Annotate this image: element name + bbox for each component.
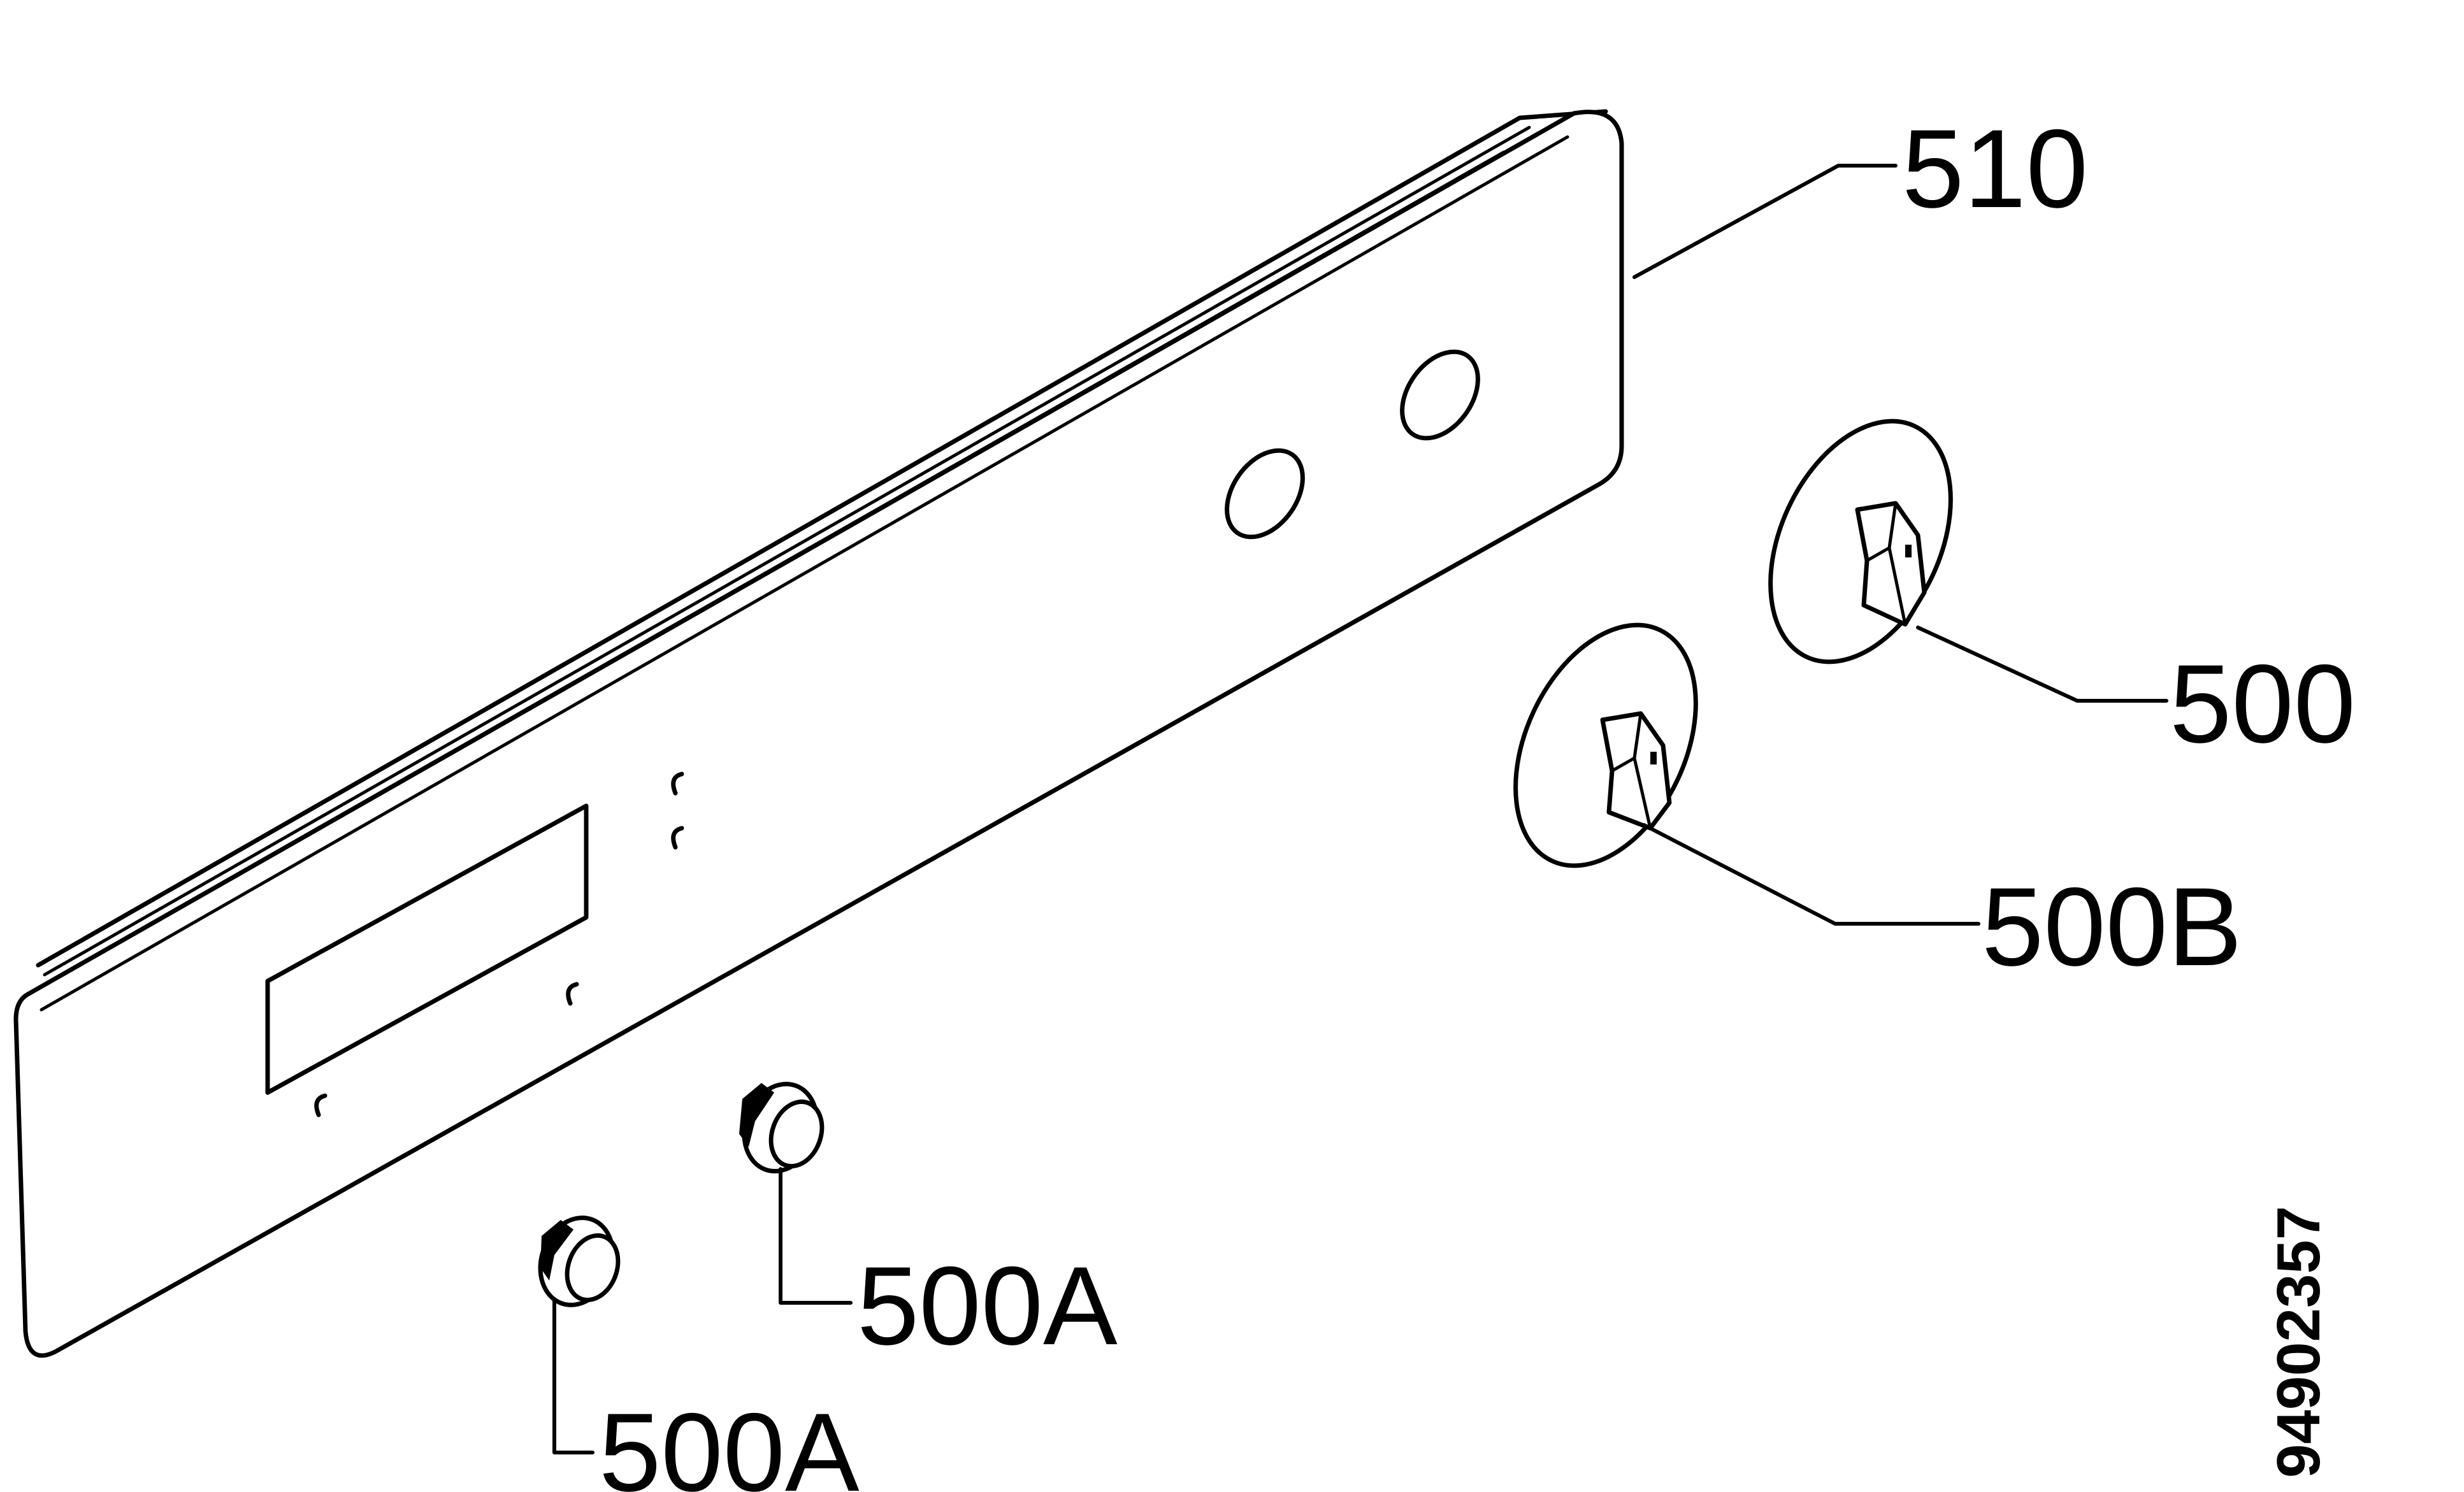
leader-500a-right xyxy=(779,1167,853,1305)
callout-500a-right: 500A xyxy=(857,1244,1118,1368)
knob-hole-left xyxy=(1225,448,1305,540)
leader-500b xyxy=(1642,823,1980,926)
small-knob-500a-left xyxy=(538,1216,621,1307)
control-panel xyxy=(13,109,1624,1358)
knob-500b xyxy=(1513,622,1698,868)
small-hole xyxy=(314,1093,328,1117)
drawing-number: 94902357 xyxy=(2265,1206,2333,1478)
small-knob-500a-right xyxy=(739,1082,825,1173)
display-window xyxy=(265,803,589,1095)
small-hole xyxy=(671,771,684,796)
small-hole xyxy=(671,826,684,850)
leader-500 xyxy=(1916,626,2168,703)
knob-500 xyxy=(1768,419,1953,664)
small-hole xyxy=(566,982,579,1006)
callout-510: 510 xyxy=(1902,107,2088,231)
callout-500a-left: 500A xyxy=(599,1391,860,1492)
knob-hole-right xyxy=(1400,349,1480,441)
callout-500: 500 xyxy=(2170,642,2356,766)
leader-510 xyxy=(1632,164,1898,279)
leader-500a-left xyxy=(552,1298,594,1454)
callout-500b: 500B xyxy=(1982,865,2242,989)
